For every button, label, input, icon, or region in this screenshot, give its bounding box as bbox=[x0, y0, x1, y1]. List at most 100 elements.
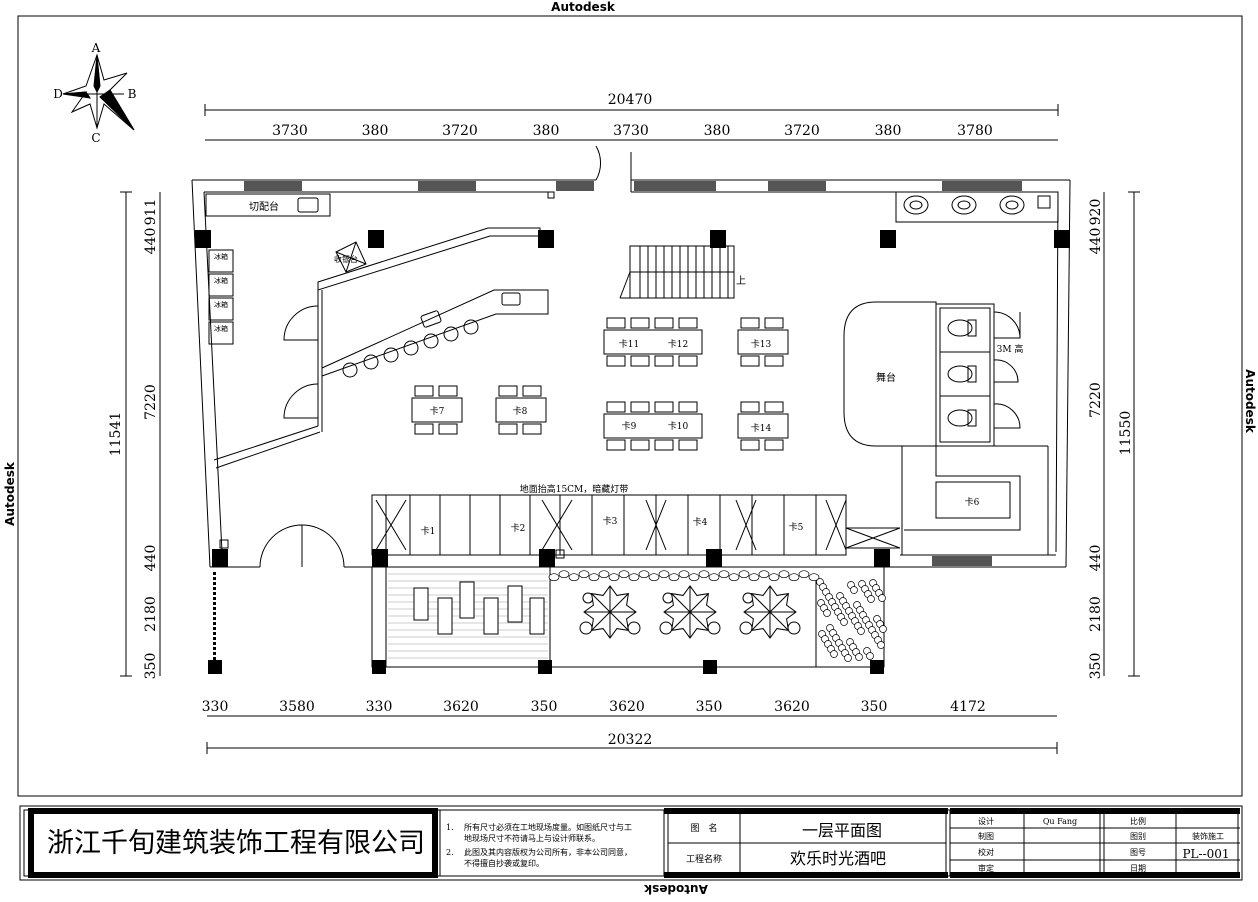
chain-link bbox=[213, 612, 216, 615]
booth-cross bbox=[825, 499, 847, 551]
date-label: 日期 bbox=[1130, 864, 1146, 873]
drawing-name-label: 图 名 bbox=[690, 822, 717, 834]
booth-cross bbox=[735, 499, 757, 551]
washbasin-counter bbox=[895, 191, 1059, 223]
dim-top-4: 380 bbox=[533, 123, 560, 139]
pebble bbox=[588, 573, 600, 582]
chain-link bbox=[213, 632, 216, 635]
compass-label-c: C bbox=[91, 131, 100, 145]
pebble bbox=[808, 573, 820, 582]
chair bbox=[740, 317, 760, 329]
window-bands bbox=[244, 181, 1022, 566]
pebble bbox=[688, 573, 700, 582]
chain-link bbox=[213, 577, 216, 580]
fridge-label-1: 冰箱 bbox=[214, 252, 228, 261]
dim-top-total: 20470 bbox=[608, 92, 653, 108]
booth-6-area bbox=[901, 446, 1021, 555]
chain-link bbox=[213, 627, 216, 630]
patio-umbrellas bbox=[579, 585, 801, 639]
chair bbox=[606, 317, 626, 329]
fridge-label-3: 冰箱 bbox=[214, 300, 228, 309]
chair bbox=[654, 401, 674, 413]
shrub bbox=[840, 618, 848, 626]
chain-link bbox=[213, 642, 216, 645]
dim-left-2: 440 bbox=[143, 228, 159, 255]
shrub bbox=[844, 654, 852, 662]
dim-right-4: 440 bbox=[1088, 545, 1104, 572]
outdoor-terrace bbox=[371, 566, 885, 668]
restrooms bbox=[935, 303, 1049, 555]
booth-label-8: 卡8 bbox=[513, 405, 528, 417]
chair bbox=[678, 439, 698, 451]
pebble bbox=[618, 570, 630, 579]
inner-partition bbox=[213, 145, 632, 568]
booth-label-11: 卡11 bbox=[619, 338, 639, 350]
chair bbox=[678, 401, 698, 413]
booth-label-10: 卡10 bbox=[668, 420, 689, 432]
booth-label-9: 卡9 bbox=[622, 420, 637, 432]
cashier-label: 收银台 bbox=[334, 254, 358, 264]
compass-label-b: B bbox=[128, 87, 137, 101]
chain-link bbox=[213, 592, 216, 595]
dim-left-4: 440 bbox=[143, 545, 159, 572]
dim-bottom-6: 3620 bbox=[609, 699, 645, 715]
booth-label-3: 卡3 bbox=[603, 515, 618, 527]
dim-bottom-8: 3620 bbox=[774, 699, 810, 715]
dim-left-6: 350 bbox=[143, 653, 159, 680]
dim-top-1: 3730 bbox=[272, 123, 308, 139]
umbrella-rib bbox=[609, 611, 629, 631]
pebble bbox=[658, 570, 670, 579]
drawing-border bbox=[17, 15, 1243, 797]
dim-left-total: 11541 bbox=[108, 412, 124, 457]
pebble bbox=[558, 570, 570, 579]
small-fixture-2 bbox=[555, 549, 565, 559]
pebble bbox=[748, 573, 760, 582]
dim-bottom-10: 4172 bbox=[950, 699, 986, 715]
pebble bbox=[718, 570, 730, 579]
pebble bbox=[648, 573, 660, 582]
design-label: 设计 bbox=[978, 816, 994, 826]
chair bbox=[654, 317, 674, 329]
prep-counter bbox=[205, 193, 331, 217]
dim-right-total: 11550 bbox=[1118, 411, 1134, 456]
umbrella-rib bbox=[671, 611, 691, 631]
chain-link bbox=[213, 637, 216, 640]
chain-link bbox=[213, 602, 216, 605]
chair bbox=[707, 621, 721, 635]
dim-bottom-total: 20322 bbox=[608, 732, 653, 748]
chair bbox=[438, 423, 458, 435]
bottom-dimension-lines bbox=[206, 715, 1058, 754]
shrub bbox=[850, 586, 858, 594]
watermark-left: Autodesk bbox=[3, 461, 17, 526]
chain-link bbox=[213, 617, 216, 620]
table bbox=[737, 413, 789, 439]
shrub bbox=[867, 595, 875, 603]
chair bbox=[787, 621, 801, 635]
umbrella-rib bbox=[769, 593, 789, 613]
chair bbox=[414, 385, 434, 397]
note-2-line-1: 此图及其内容版权为公司所有，非本公司同意， bbox=[464, 847, 632, 857]
top-dimension-lines bbox=[204, 104, 1059, 141]
dim-top-7: 3720 bbox=[784, 123, 820, 139]
booth-label-4: 卡4 bbox=[693, 516, 708, 528]
chair bbox=[498, 385, 518, 397]
pebble bbox=[768, 573, 780, 582]
dim-top-3: 3720 bbox=[442, 123, 478, 139]
stage-label: 舞台 bbox=[876, 371, 896, 384]
fridge-label-2: 冰箱 bbox=[214, 276, 228, 285]
table bbox=[495, 397, 547, 423]
dim-left-1: 911 bbox=[143, 199, 159, 226]
project-name: 欢乐时光酒吧 bbox=[790, 849, 886, 868]
pebble bbox=[778, 570, 790, 579]
dim-left-5: 2180 bbox=[143, 596, 159, 632]
designer-name: Qu Fang bbox=[1043, 817, 1077, 826]
approve-label: 审定 bbox=[978, 863, 994, 873]
chair bbox=[627, 621, 641, 635]
dim-right-3: 7220 bbox=[1088, 382, 1104, 418]
right-dimension-lines bbox=[1103, 191, 1140, 677]
umbrella-rib bbox=[689, 611, 709, 631]
dim-right-6: 350 bbox=[1088, 653, 1104, 680]
pebble bbox=[608, 573, 620, 582]
table bbox=[603, 329, 703, 355]
